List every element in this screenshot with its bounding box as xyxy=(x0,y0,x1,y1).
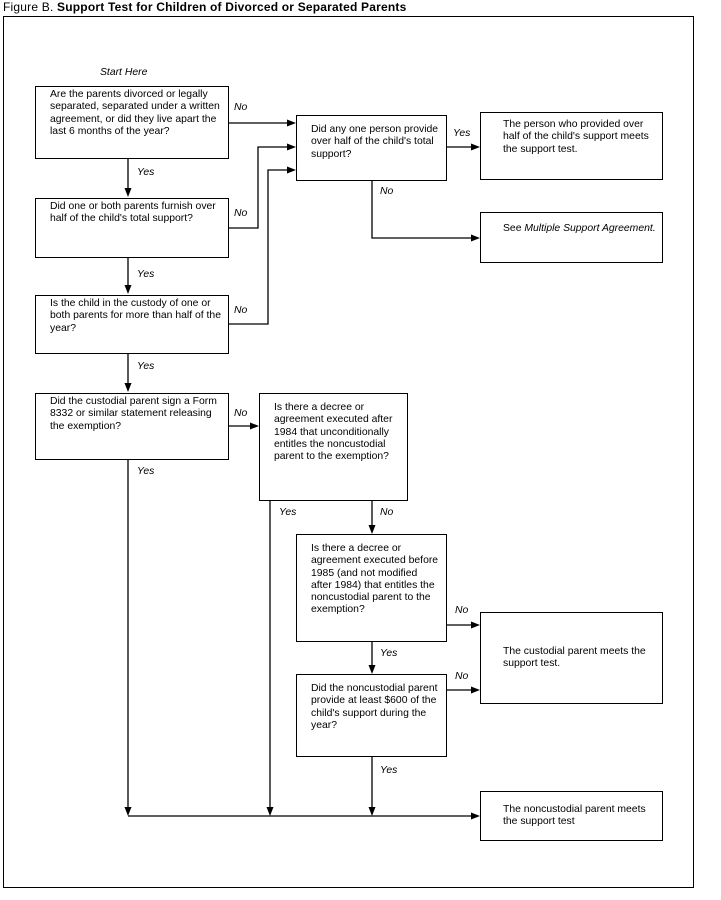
question-noncustodial-600: Did the noncustodial parent provide at l… xyxy=(296,674,447,757)
result-noncustodial-meets: The noncustodial parent meets the suppor… xyxy=(480,791,663,841)
label-yes: Yes xyxy=(137,361,155,372)
label-no: No xyxy=(234,408,248,419)
question-divorced: Are the parents divorced or legally sepa… xyxy=(35,86,229,159)
label-yes: Yes xyxy=(380,765,398,776)
label-no: No xyxy=(380,507,394,518)
arrowhead xyxy=(124,807,132,816)
multiple-support-prefix: See xyxy=(503,223,525,234)
arrowhead xyxy=(250,422,259,430)
figure-caption: Support Test for Children of Divorced or… xyxy=(57,0,407,14)
label-yes: Yes xyxy=(279,507,297,518)
question-form-8332: Did the custodial parent sign a Form 833… xyxy=(35,393,229,460)
arrowhead xyxy=(368,525,376,534)
label-no: No xyxy=(455,605,469,616)
label-no: No xyxy=(380,186,394,197)
result-person-meets: The person who provided over half of the… xyxy=(480,112,663,180)
label-yes: Yes xyxy=(453,128,471,139)
arrowhead xyxy=(287,166,296,174)
arrowhead xyxy=(287,143,296,151)
arrowhead xyxy=(368,807,376,816)
connector-furnish-no xyxy=(229,146,288,229)
diagram-frame xyxy=(3,16,694,888)
arrowhead xyxy=(124,188,132,197)
arrowhead xyxy=(471,686,480,694)
label-no: No xyxy=(234,208,248,219)
multiple-support-link-text: Multiple Support Agreement. xyxy=(524,223,656,234)
label-yes: Yes xyxy=(137,269,155,280)
label-yes: Yes xyxy=(137,167,155,178)
arrowhead xyxy=(471,234,480,242)
question-decree-after-1984: Is there a decree or agreement executed … xyxy=(259,393,408,501)
question-parents-furnish: Did one or both parents furnish over hal… xyxy=(35,198,229,258)
arrowhead xyxy=(471,812,480,820)
label-no: No xyxy=(234,102,248,113)
arrowhead xyxy=(266,807,274,816)
label-no: No xyxy=(234,305,248,316)
result-custodial-meets: The custodial parent meets the support t… xyxy=(480,612,663,704)
arrowhead xyxy=(368,665,376,674)
label-no: No xyxy=(455,671,469,682)
connector-custody-no xyxy=(229,169,288,325)
label-yes: Yes xyxy=(380,648,398,659)
question-decree-before-1985: Is there a decree or agreement executed … xyxy=(296,534,447,642)
arrowhead xyxy=(124,383,132,392)
question-custody: Is the child in the custody of one or bo… xyxy=(35,295,229,354)
question-one-person: Did any one person provide over half of … xyxy=(296,115,447,181)
label-yes: Yes xyxy=(137,466,155,477)
arrowhead xyxy=(124,285,132,294)
figure-title: Figure B. Support Test for Children of D… xyxy=(3,0,406,14)
connector-one-person-no xyxy=(371,181,472,239)
arrowhead xyxy=(471,143,480,151)
arrowhead xyxy=(471,621,480,629)
start-label: Start Here xyxy=(100,67,148,78)
figure-number: Figure B. xyxy=(3,0,54,14)
arrowhead xyxy=(287,119,296,127)
result-multiple-support: See Multiple Support Agreement. xyxy=(480,212,663,263)
